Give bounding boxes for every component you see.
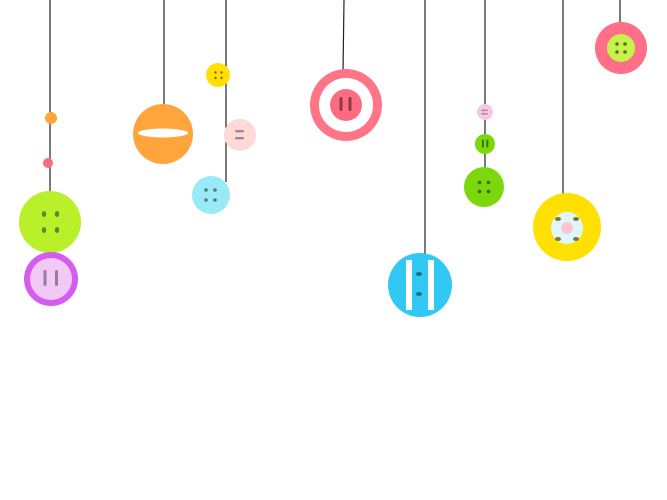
green-small-button <box>475 134 495 154</box>
string-4 <box>342 0 345 73</box>
orange-slot-button <box>133 104 193 164</box>
blue-bar-button <box>388 253 452 317</box>
rose-lime-button <box>595 22 647 74</box>
yellow-flower-button <box>533 193 601 261</box>
pale-pink-bead <box>477 104 493 120</box>
lime-four-hole-button <box>19 191 81 253</box>
yellow-small-button <box>206 63 230 87</box>
peach-button <box>224 119 256 151</box>
tiny-orange-bead <box>45 112 57 124</box>
green-four-hole-button <box>464 167 504 207</box>
rose-ring-button <box>310 69 382 141</box>
violet-two-hole-button <box>24 252 78 306</box>
tiny-pink-bead <box>43 158 53 168</box>
sky-button <box>192 176 230 214</box>
